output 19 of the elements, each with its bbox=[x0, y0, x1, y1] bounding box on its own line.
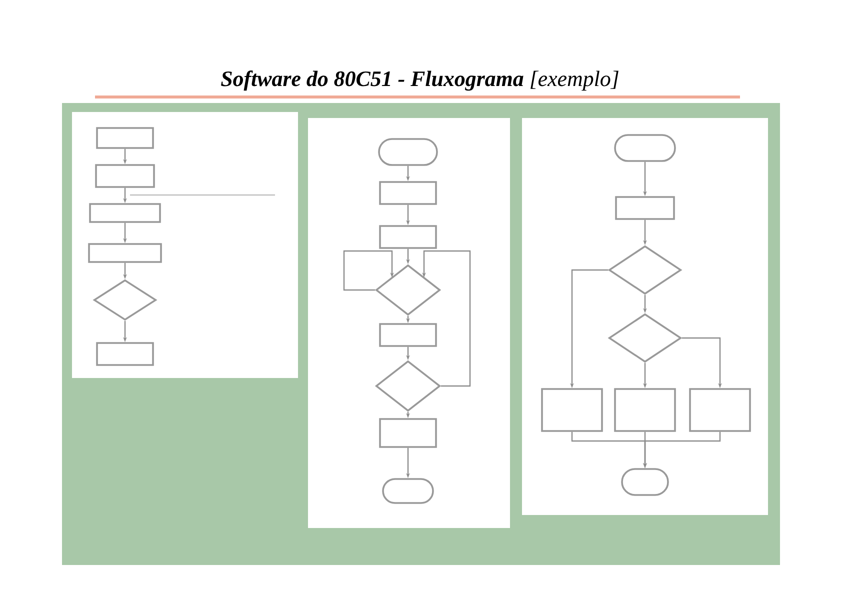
process-box bbox=[96, 342, 154, 366]
process-box bbox=[89, 203, 161, 223]
arrow bbox=[343, 250, 394, 291]
process-box bbox=[379, 323, 437, 347]
terminal-box bbox=[614, 134, 676, 162]
process-box bbox=[95, 164, 155, 188]
title: Software do 80C51 - Fluxograma [exemplo] bbox=[221, 70, 618, 91]
process-box bbox=[615, 196, 675, 220]
terminal-box bbox=[621, 468, 669, 496]
process-box bbox=[614, 388, 676, 432]
process-box bbox=[379, 225, 437, 249]
terminal-box bbox=[378, 138, 438, 166]
process-box bbox=[379, 181, 437, 205]
process-box bbox=[689, 388, 751, 432]
process-box bbox=[96, 127, 154, 149]
process-box bbox=[88, 243, 162, 263]
terminal-box bbox=[382, 478, 434, 504]
process-box bbox=[541, 388, 603, 432]
process-box bbox=[379, 418, 437, 448]
